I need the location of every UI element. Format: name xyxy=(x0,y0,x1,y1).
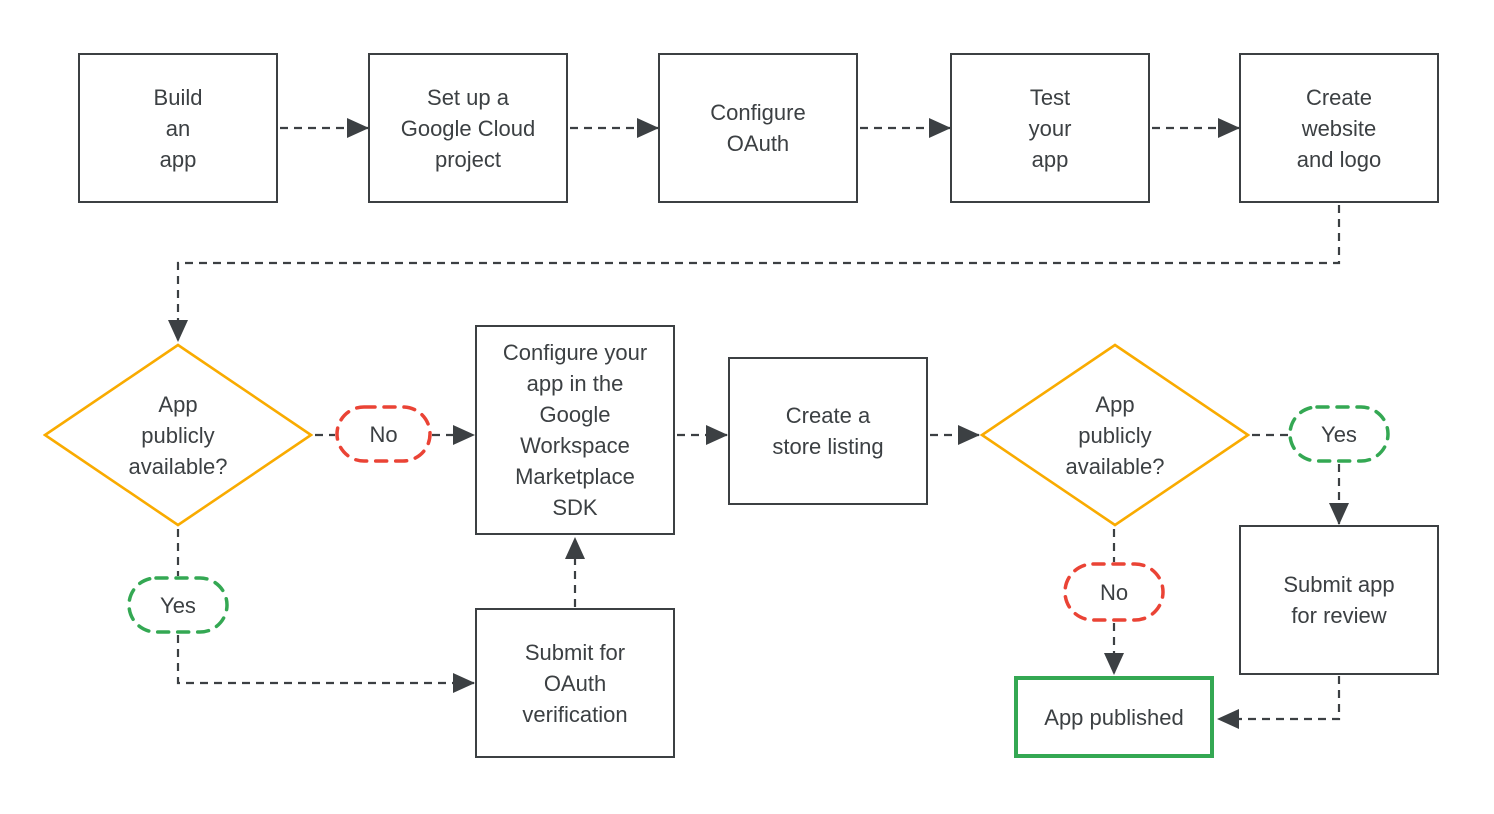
yes-oval-icon xyxy=(127,576,229,634)
branch-no-2-label: No xyxy=(1099,579,1129,605)
edge-website-to-decision1 xyxy=(168,205,1341,342)
branch-no-1-label: No xyxy=(369,421,398,447)
node-create-website-and-logo-label: Create website and logo xyxy=(1296,84,1382,172)
node-submit-app-for-review-label: Submit app for review xyxy=(1283,572,1395,628)
no-oval-icon xyxy=(1063,562,1165,622)
node-setup-google-cloud-project: Set up a Google Cloud project xyxy=(368,53,568,203)
node-configure-workspace-marketplace-sdk-label: Configure your app in the Google Workspa… xyxy=(502,340,648,520)
node-setup-google-cloud-project-label: Set up a Google Cloud project xyxy=(400,84,536,172)
node-configure-oauth-label: Configure OAuth xyxy=(710,100,806,156)
branch-no-1: No xyxy=(335,405,432,463)
node-build-app: Build an app xyxy=(78,53,278,203)
node-test-your-app: Test your app xyxy=(950,53,1150,203)
decision-app-publicly-available-2: App publicly available? xyxy=(980,343,1250,527)
diamond-shape-icon xyxy=(980,343,1250,527)
branch-yes-1-label: Yes xyxy=(160,592,196,618)
edge-yes1-to-oauthverif xyxy=(176,635,475,693)
node-build-app-label: Build an app xyxy=(153,84,203,172)
yes-oval-icon xyxy=(1288,405,1390,463)
node-submit-for-oauth-verification-label: Submit for OAuth verification xyxy=(522,639,628,727)
branch-no-2: No xyxy=(1063,562,1165,622)
node-create-store-listing: Create a store listing xyxy=(728,357,928,505)
decision-app-publicly-available-2-label: App publicly available? xyxy=(1065,391,1165,479)
node-create-website-and-logo: Create website and logo xyxy=(1239,53,1439,203)
node-configure-oauth: Configure OAuth xyxy=(658,53,858,203)
diamond-shape-icon xyxy=(43,343,313,527)
node-app-published-label: App published xyxy=(1044,704,1184,730)
node-configure-workspace-marketplace-sdk: Configure your app in the Google Workspa… xyxy=(475,325,675,535)
no-oval-icon xyxy=(335,405,432,463)
node-create-store-listing-label: Create a store listing xyxy=(772,403,884,459)
node-submit-for-oauth-verification: Submit for OAuth verification xyxy=(475,608,675,758)
node-submit-app-for-review: Submit app for review xyxy=(1239,525,1439,675)
branch-yes-1: Yes xyxy=(127,576,229,634)
branch-yes-2-label: Yes xyxy=(1321,421,1357,447)
node-app-published: App published xyxy=(1014,676,1214,758)
decision-app-publicly-available-1-label: App publicly available? xyxy=(128,391,228,479)
node-test-your-app-label: Test your app xyxy=(1028,84,1072,172)
decision-app-publicly-available-1: App publicly available? xyxy=(43,343,313,527)
edge-review-to-published xyxy=(1217,676,1341,729)
branch-yes-2: Yes xyxy=(1288,405,1390,463)
